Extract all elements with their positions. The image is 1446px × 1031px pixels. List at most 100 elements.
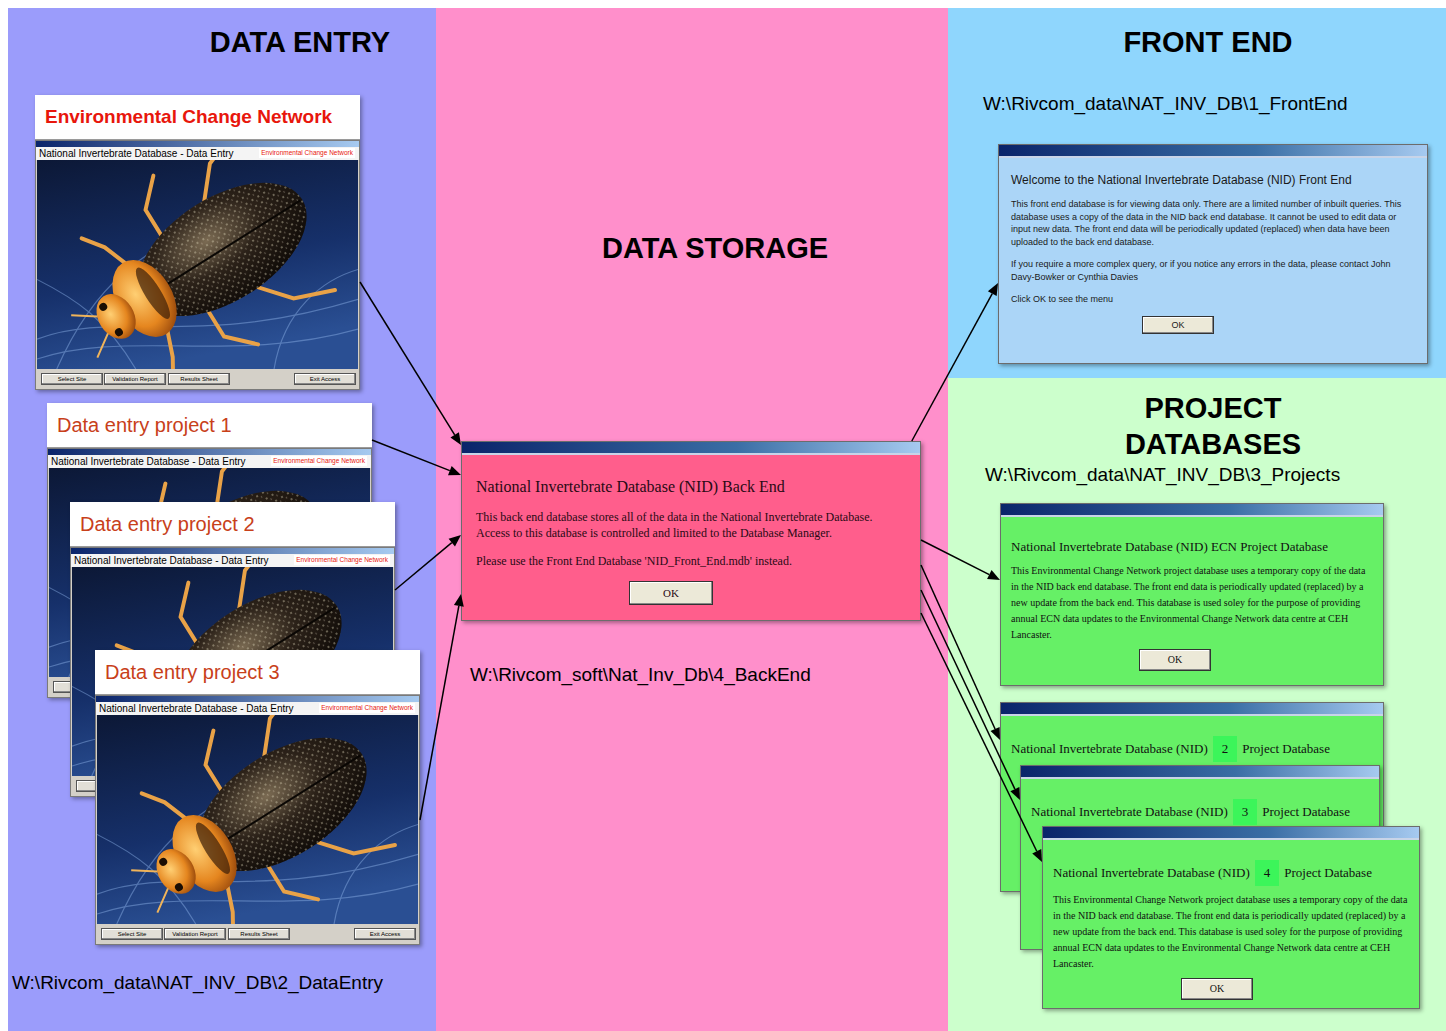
screen-heading: Data entry project 3 — [105, 660, 280, 684]
dialog-title: National Invertebrate Database (NID) — [1011, 739, 1208, 759]
title-bar — [1001, 504, 1383, 517]
dialog-text: Please use the Front End Database 'NID_F… — [476, 553, 906, 569]
folder-path: W:\Rivcom_soft\Nat_Inv_Db\4_BackEnd — [470, 664, 811, 686]
title-bar — [1001, 703, 1383, 716]
connector-arrow — [921, 565, 1000, 740]
project-number: 3 — [1233, 799, 1258, 825]
band-heading: PROJECT DATABASES — [1098, 390, 1328, 462]
data-entry-screen: Data entry project 3 National Invertebrat… — [95, 650, 420, 945]
window-title-strip: National Invertebrate Database - Data En… — [36, 147, 359, 160]
ok-button: OK — [1181, 978, 1253, 1000]
window-title: National Invertebrate Database - Data En… — [74, 554, 269, 567]
dialog-title: Project Database — [1284, 863, 1372, 883]
arrow-head — [454, 594, 464, 607]
connector-arrow — [372, 440, 461, 475]
window-title: National Invertebrate Database - Data En… — [39, 147, 234, 160]
dialog-text: Click OK to see the menu — [1011, 293, 1415, 306]
form-button: Results Sheet — [168, 373, 230, 385]
dialog-content: National Invertebrate Database (NID)2Pro… — [1001, 716, 1383, 770]
dialog-content: Welcome to the National Invertebrate Dat… — [999, 158, 1427, 342]
dialog-text: If you require a more complex query, or … — [1011, 258, 1415, 283]
form-button: Exit Access — [294, 373, 356, 385]
title-bar — [462, 442, 920, 455]
window-title: National Invertebrate Database - Data En… — [99, 702, 294, 715]
database-dialog: National Invertebrate Database (NID)4Pro… — [1042, 826, 1420, 1009]
connector-arrow — [912, 283, 998, 441]
column-band: DATA ENTRYW:\Rivcom_data\NAT_INV_DB\2_Da… — [8, 8, 436, 1031]
app-window: National Invertebrate Database - Data En… — [35, 140, 360, 390]
screen-heading: Data entry project 1 — [57, 413, 232, 437]
form-button: Validation Report — [104, 373, 166, 385]
dialog-title: Welcome to the National Invertebrate Dat… — [1011, 172, 1415, 188]
network-tag: Environmental Change Network — [319, 703, 415, 713]
dialog-title: National Invertebrate Database (NID) ECN… — [1011, 537, 1373, 557]
connector-arrow — [395, 535, 461, 590]
dialog-content: National Invertebrate Database (NID) ECN… — [1001, 517, 1383, 679]
connector-arrow — [360, 282, 461, 445]
dialog-content: National Invertebrate Database (NID) Bac… — [462, 455, 920, 615]
arrow-head — [1032, 849, 1042, 862]
screen-heading: Data entry project 2 — [80, 512, 255, 536]
dialog-title: Project Database — [1262, 802, 1350, 822]
dialog-text: This back end database stores all of the… — [476, 509, 906, 541]
database-dialog: National Invertebrate Database (NID) Bac… — [461, 441, 921, 621]
window-title-strip: National Invertebrate Database - Data En… — [71, 554, 394, 567]
form-button: Select Site — [41, 373, 103, 385]
connector-arrow — [921, 540, 1000, 580]
connector-line — [420, 606, 459, 820]
title-row: National Invertebrate Database (NID)3Pro… — [1031, 799, 1369, 825]
dialog-content: National Invertebrate Database (NID)4Pro… — [1043, 840, 1419, 1008]
dialog-title: National Invertebrate Database (NID) — [1031, 802, 1228, 822]
screen-heading: Environmental Change Network — [45, 105, 332, 129]
screen-header: Data entry project 2 — [70, 502, 395, 547]
connector-line — [395, 543, 452, 590]
title-row: National Invertebrate Database (NID)2Pro… — [1011, 736, 1373, 762]
project-number: 4 — [1255, 860, 1280, 886]
ok-button: OK — [1142, 316, 1214, 334]
title-bar — [1021, 766, 1379, 779]
data-entry-screen: Environmental Change NetworkNational Inv… — [35, 95, 360, 390]
form-button: Select Site — [101, 928, 163, 940]
project-number: 2 — [1213, 736, 1238, 762]
form-button: Validation Report — [164, 928, 226, 940]
dialog-content: National Invertebrate Database (NID)3Pro… — [1021, 779, 1379, 833]
folder-path: W:\Rivcom_data\NAT_INV_DB\1_FrontEnd — [983, 93, 1348, 115]
arrow-head — [449, 535, 461, 547]
folder-path: W:\Rivcom_data\NAT_INV_DB\3_Projects — [985, 464, 1340, 486]
title-bar — [999, 145, 1427, 158]
connector-line — [360, 282, 455, 435]
arrow-head — [988, 283, 998, 296]
dialog-title: National Invertebrate Database (NID) — [1053, 863, 1250, 883]
ok-button: OK — [629, 581, 713, 605]
window-title-strip: National Invertebrate Database - Data En… — [96, 702, 419, 715]
connector-line — [912, 294, 992, 441]
arrow-head — [450, 432, 461, 445]
button-bar: Select SiteValidation ReportResults Shee… — [96, 924, 419, 944]
connector-line — [372, 440, 450, 471]
band-heading: DATA STORAGE — [555, 230, 875, 266]
column-band: DATA STORAGE W:\Rivcom_soft\Nat_Inv_Db\4_… — [436, 8, 948, 1031]
network-tag: Environmental Change Network — [271, 456, 367, 466]
form-button: Results Sheet — [228, 928, 290, 940]
arrow-head — [991, 727, 1000, 740]
connector-arrow — [420, 594, 464, 820]
window-title: National Invertebrate Database - Data En… — [51, 455, 246, 468]
database-dialog: National Invertebrate Database (NID) ECN… — [1000, 503, 1384, 686]
network-tag: Environmental Change Network — [294, 555, 390, 565]
form-button: Exit Access — [354, 928, 416, 940]
app-window: National Invertebrate Database - Data En… — [95, 695, 420, 945]
connector-line — [921, 590, 1015, 789]
button-bar: Select SiteValidation ReportResults Shee… — [36, 369, 359, 389]
band-heading: DATA ENTRY — [150, 24, 450, 60]
beetle-photo — [37, 160, 358, 369]
title-row: National Invertebrate Database (NID)4Pro… — [1053, 860, 1409, 886]
connector-arrow — [921, 590, 1020, 800]
ok-button: OK — [1139, 649, 1211, 671]
column-band: FRONT ENDW:\Rivcom_data\NAT_INV_DB\1_Fro… — [948, 8, 1446, 378]
connector-arrow — [921, 613, 1042, 862]
screen-header: Environmental Change Network — [35, 95, 360, 140]
folder-path: W:\Rivcom_data\NAT_INV_DB\2_DataEntry — [12, 972, 383, 994]
arrow-head — [987, 570, 1000, 580]
arrow-head — [448, 466, 461, 475]
connector-line — [921, 565, 995, 729]
